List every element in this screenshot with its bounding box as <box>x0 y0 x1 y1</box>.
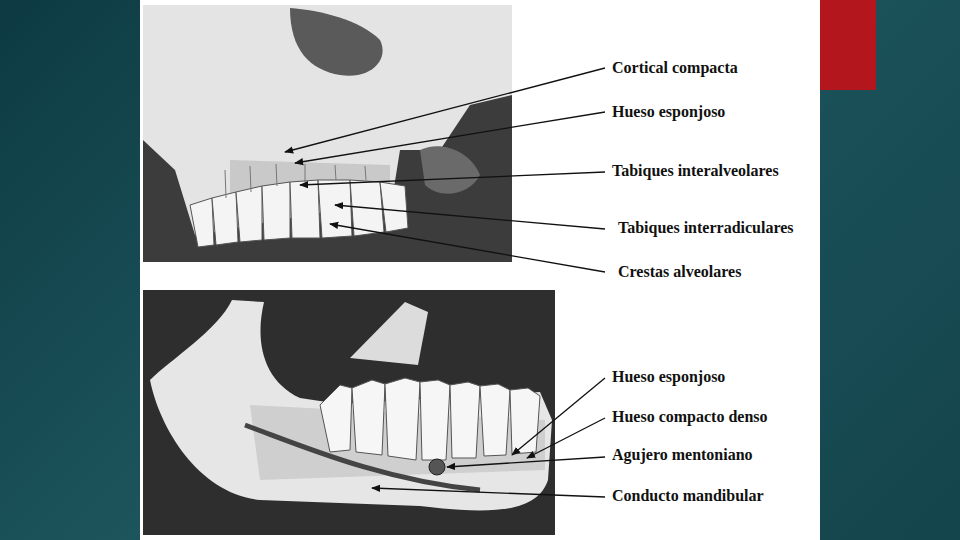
part-label: Hueso esponjoso <box>612 103 725 120</box>
part-label: Hueso esponjoso <box>612 368 725 385</box>
part-label-box: Cortical compacta <box>612 59 738 77</box>
part-label-box: Tabiques interalveolares <box>612 162 779 180</box>
part-label-box: Hueso esponjoso <box>612 103 725 121</box>
part-label: Crestas alveolares <box>618 263 741 280</box>
part-label-box: Agujero mentoniano <box>612 446 753 464</box>
leader-lines <box>285 68 605 497</box>
part-label-box: Hueso esponjoso <box>612 368 725 386</box>
part-label-box: Tabiques interradiculares <box>618 219 794 237</box>
maxilla-figure <box>143 5 512 262</box>
accent-block <box>820 0 876 90</box>
mandible-figure <box>143 290 555 535</box>
part-label: Conducto mandibular <box>612 487 764 504</box>
part-label: Tabiques interradiculares <box>618 219 794 236</box>
part-label-box: Hueso compacto denso <box>612 408 768 426</box>
part-label: Agujero mentoniano <box>612 446 753 463</box>
part-label: Tabiques interalveolares <box>612 162 779 179</box>
part-label: Cortical compacta <box>612 59 738 76</box>
part-label: Hueso compacto denso <box>612 408 768 425</box>
part-label-box: Crestas alveolares <box>618 263 741 281</box>
part-label-box: Conducto mandibular <box>612 487 764 505</box>
